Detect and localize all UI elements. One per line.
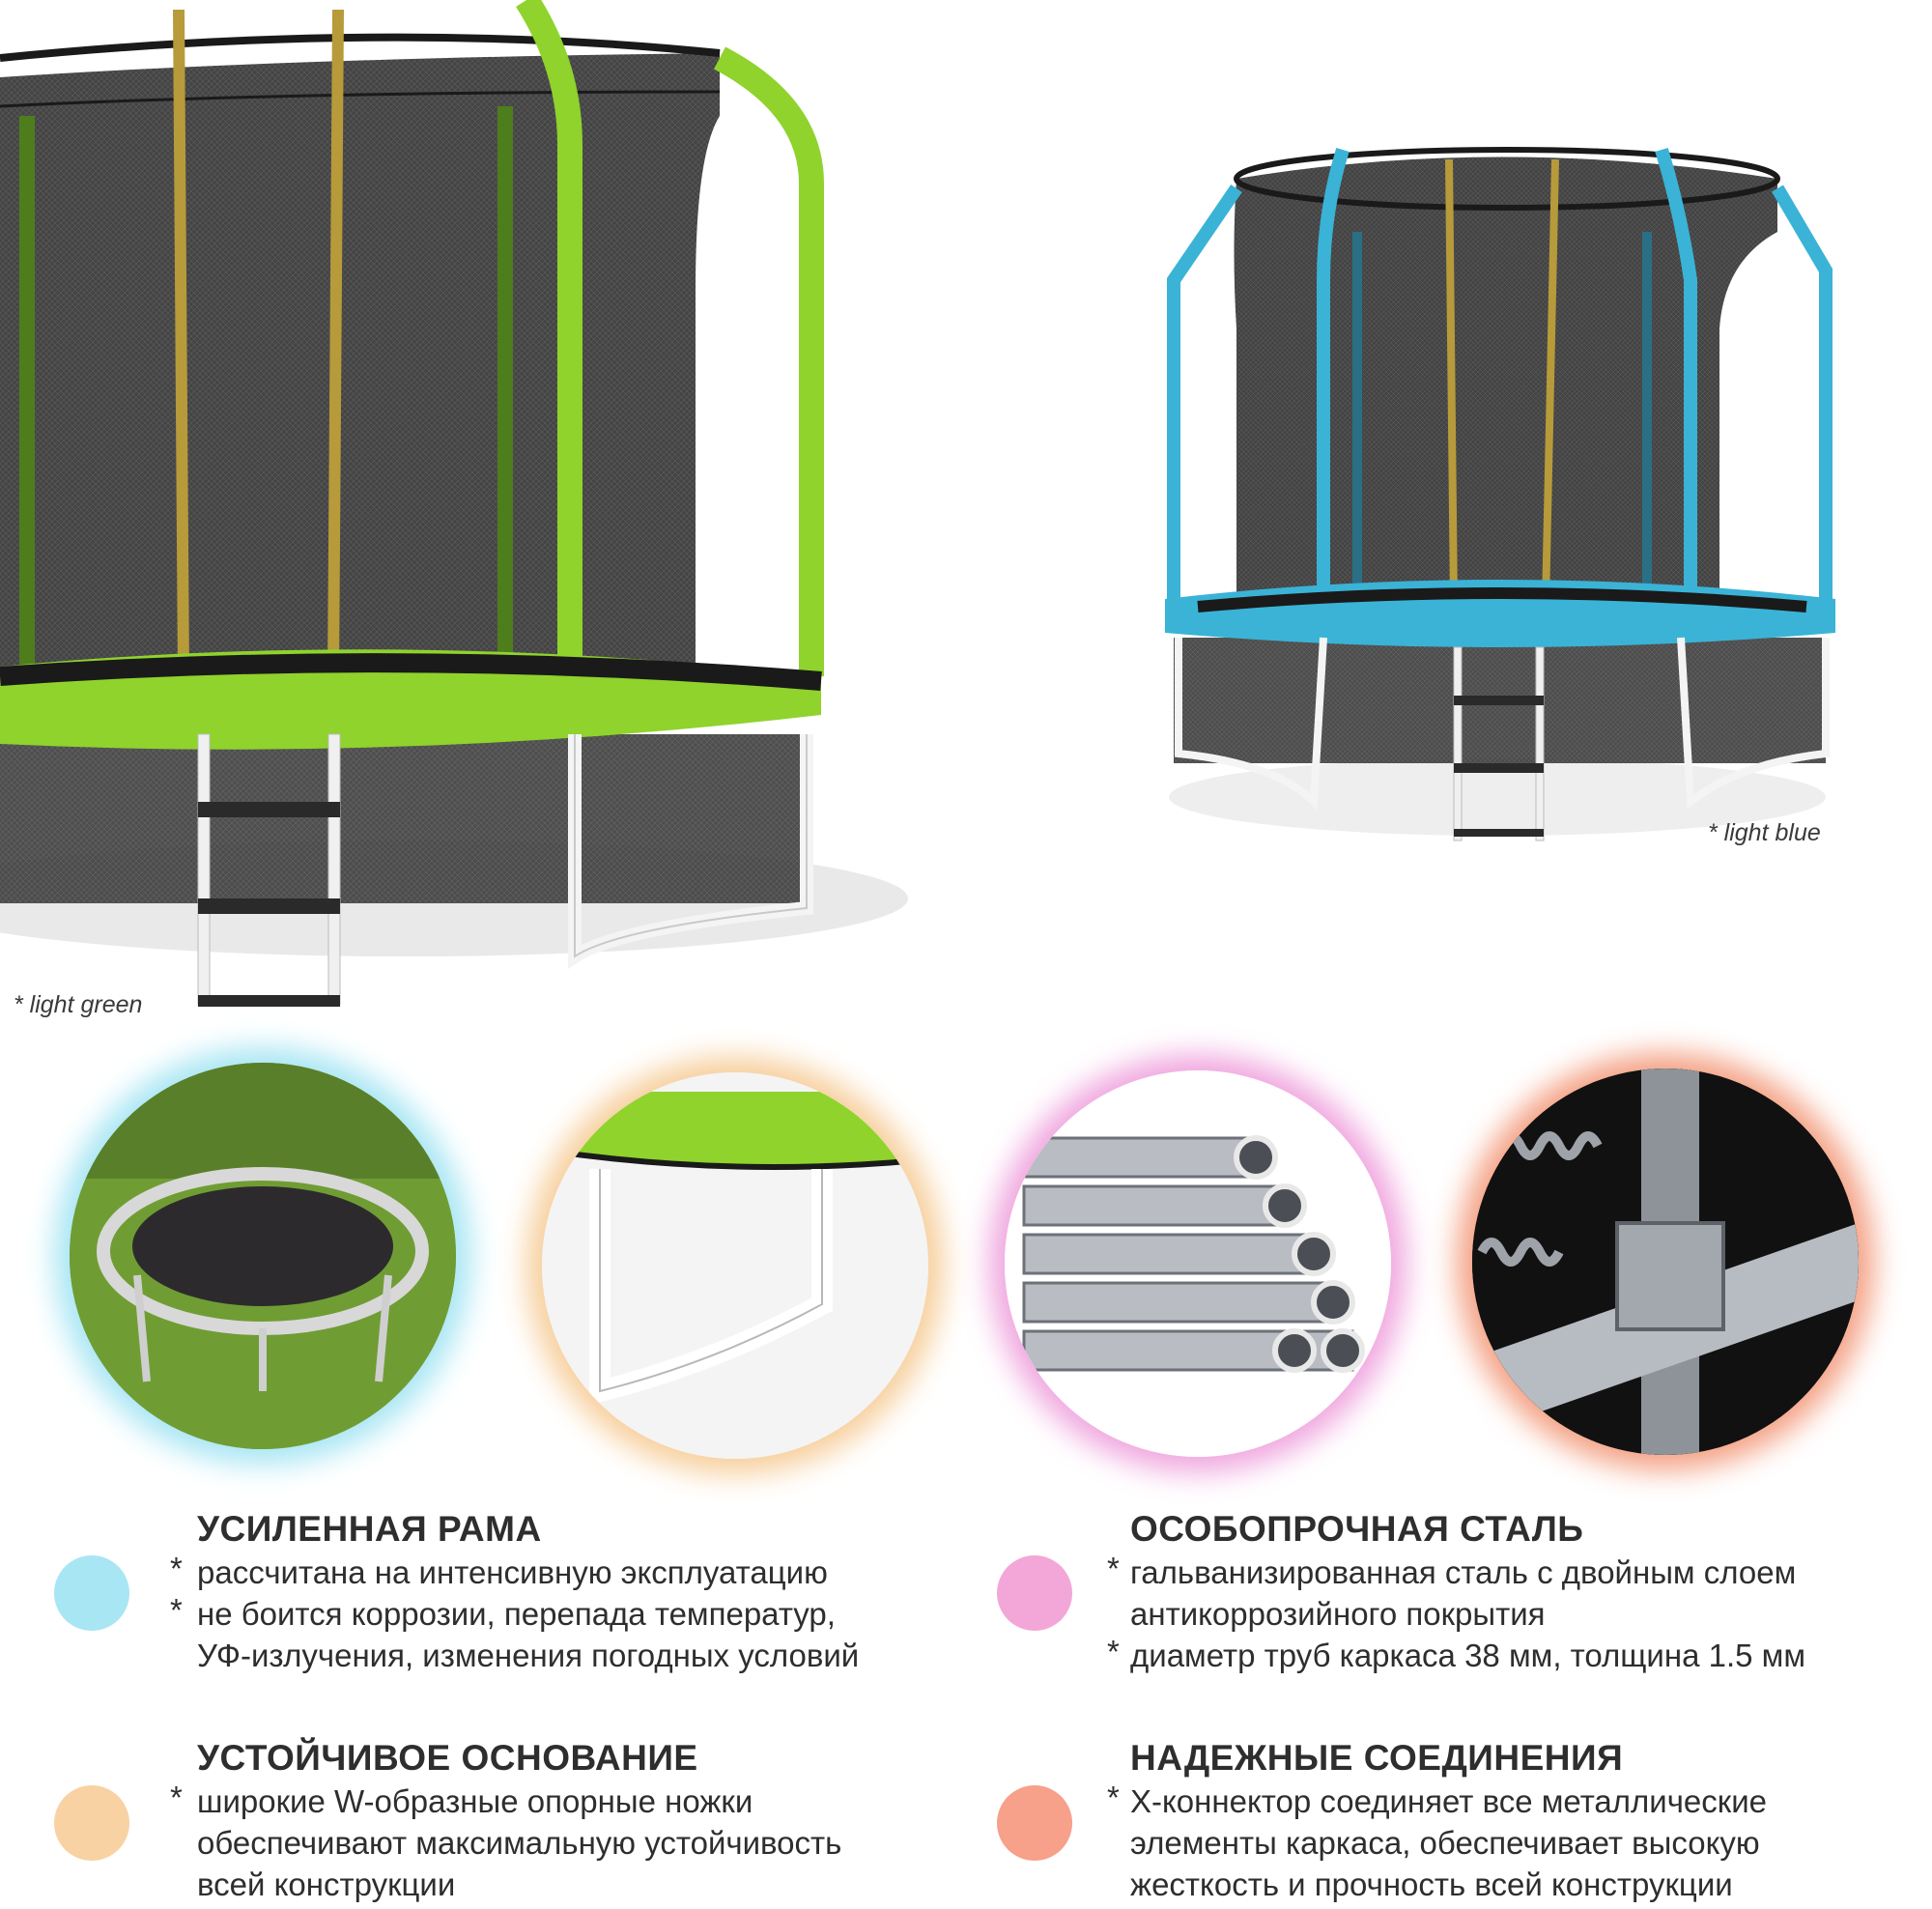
feature-title-base: УСТОЙЧИВОЕ ОСНОВАНИЕ [197,1738,698,1778]
feature-title-frame: УСИЛЕННАЯ РАМА [197,1509,542,1549]
bullet-star: * [1107,1780,1120,1815]
frame-badge [70,1063,456,1449]
light-blue-caption: * light blue [1708,819,1821,846]
bullet-star: * [170,1780,183,1815]
steel-badge [1005,1070,1391,1457]
trampoline-frame-photo-icon [70,1063,456,1449]
feature-text: Х-коннектор соединяет все металлические [1130,1783,1768,1819]
green-trampoline-image [0,0,908,1007]
feature-dot-base [54,1785,129,1861]
legs-badge [542,1072,928,1459]
feature-text: элементы каркаса, обеспечивает высокую [1130,1825,1760,1861]
feature-dot-steel [997,1555,1072,1631]
feature-text: жесткость и прочность всей конструкции [1130,1866,1733,1902]
bullet-star: * [170,1551,183,1586]
feature-text: гальванизированная сталь с двойным слоем [1130,1554,1797,1590]
feature-title-connectors: НАДЕЖНЫЕ СОЕДИНЕНИЯ [1130,1738,1624,1778]
feature-dot-connectors [997,1785,1072,1861]
x-connector-icon [1472,1068,1859,1455]
feature-text: УФ-излучения, изменения погодных условий [197,1638,860,1673]
bullet-star: * [1107,1634,1120,1669]
feature-title-steel: ОСОБОПРОЧНАЯ СТАЛЬ [1130,1509,1584,1549]
w-leg-icon [542,1072,928,1459]
bullet-star: * [1107,1551,1120,1586]
blue-trampoline-image [1165,147,1835,841]
feature-text: обеспечивают максимальную устойчивость [197,1825,842,1861]
feature-dot-frame [54,1555,129,1631]
connector-badge [1472,1068,1859,1455]
feature-text: рассчитана на интенсивную эксплуатацию [197,1554,828,1590]
feature-text: не боится коррозии, перепада температур, [197,1596,836,1632]
light-green-caption: * light green [14,991,143,1018]
feature-text: всей конструкции [197,1866,456,1902]
feature-text: антикоррозийного покрытия [1130,1596,1546,1632]
steel-pipes-icon [1005,1070,1391,1457]
feature-text: диаметр труб каркаса 38 мм, толщина 1.5 … [1130,1638,1806,1673]
feature-text: широкие W-образные опорные ножки [197,1783,753,1819]
bullet-star: * [170,1592,183,1628]
